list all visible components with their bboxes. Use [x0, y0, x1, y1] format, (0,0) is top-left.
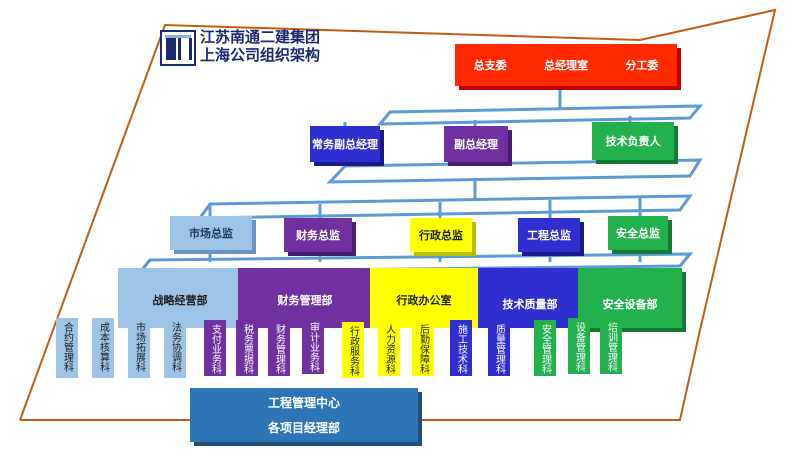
section-payment[interactable]: 支付业务科: [204, 320, 226, 376]
dept-finance-label: 财务管理部: [277, 294, 333, 307]
section-admin-service[interactable]: 行政服务科: [342, 322, 364, 378]
dept-tech-quality-label: 技术质量部: [502, 298, 558, 311]
director-admin-label: 行政总监: [419, 229, 463, 242]
dept-admin-label: 行政办公室: [396, 294, 452, 307]
executive-vice-gm-box[interactable]: 常务副总经理: [310, 126, 380, 162]
section-legal-coordination[interactable]: 法务协调科: [164, 318, 186, 378]
director-safety-label: 安全总监: [616, 227, 660, 240]
engineering-center-label: 工程管理中心: [267, 396, 340, 410]
project-departments-label: 各项目经理部: [267, 421, 340, 435]
top-leadership-block[interactable]: 总支委 总经理室 分工委: [455, 44, 677, 86]
general-manager-office-label: 总经理室: [543, 59, 588, 72]
director-engineering-label: 工程总监: [527, 229, 571, 242]
section-market-expansion[interactable]: 市场拓展科: [128, 318, 150, 378]
director-safety[interactable]: 安全总监: [608, 216, 668, 250]
labor-union-label: 分工委: [625, 59, 659, 72]
dept-safety-equipment[interactable]: 安全设备部: [578, 268, 682, 328]
vice-gm-box[interactable]: 副总经理: [444, 126, 508, 162]
section-label: 培训管理科: [605, 322, 617, 372]
section-equipment-mgmt[interactable]: 设备管理科: [568, 318, 590, 374]
section-tax-invoice[interactable]: 税务票据科: [236, 320, 258, 376]
section-audit[interactable]: 审计业务科: [302, 318, 324, 374]
technical-director-label: 技术负责人: [605, 135, 661, 148]
company-title: 江苏南通二建集团 上海公司组织架构: [200, 28, 320, 64]
section-cost-accounting[interactable]: 成本核算科: [92, 318, 114, 378]
section-safety-mgmt[interactable]: 安全管理科: [534, 320, 556, 376]
section-label: 财务管理科: [273, 324, 285, 374]
company-name: 江苏南通二建集团: [200, 28, 321, 46]
section-label: 税务票据科: [241, 324, 253, 374]
section-label: 设备管理科: [573, 322, 585, 372]
section-label: 后勤保障科: [417, 324, 429, 374]
section-quality-mgmt[interactable]: 质量管理科: [488, 320, 510, 376]
vice-gm-label: 副总经理: [454, 138, 498, 151]
section-label: 审计业务科: [307, 322, 319, 372]
executive-vice-gm-label: 常务副总经理: [312, 138, 378, 151]
dept-safety-equipment-label: 安全设备部: [602, 298, 658, 311]
director-finance[interactable]: 财务总监: [284, 218, 352, 252]
dept-tech-quality[interactable]: 技术质量部: [478, 268, 582, 328]
dept-admin[interactable]: 行政办公室: [370, 268, 478, 328]
section-construction-tech[interactable]: 施工技术科: [450, 320, 472, 376]
section-label: 安全管理科: [539, 324, 551, 374]
company-logo: [160, 30, 196, 66]
dept-strategy-label: 战略经营部: [152, 294, 208, 307]
section-label: 行政服务科: [347, 326, 359, 376]
party-committee-label: 总支委: [473, 59, 507, 72]
section-label: 人力资源科: [383, 324, 395, 374]
director-market[interactable]: 市场总监: [170, 216, 252, 250]
section-label: 市场拓展科: [133, 322, 145, 372]
director-finance-label: 财务总监: [296, 229, 340, 242]
director-market-label: 市场总监: [189, 227, 233, 240]
section-training-mgmt[interactable]: 培训管理科: [600, 318, 622, 374]
section-logistics[interactable]: 后勤保障科: [412, 320, 434, 376]
section-label: 施工技术科: [455, 324, 467, 374]
section-contract-mgmt[interactable]: 合约管理科: [56, 318, 78, 378]
director-engineering[interactable]: 工程总监: [518, 218, 580, 252]
section-label: 质量管理科: [493, 324, 505, 374]
director-admin[interactable]: 行政总监: [410, 218, 472, 252]
section-label: 支付业务科: [209, 324, 221, 374]
section-label: 合约管理科: [61, 322, 73, 372]
technical-director-box[interactable]: 技术负责人: [592, 122, 674, 160]
section-label: 法务协调科: [169, 322, 181, 372]
section-financial-mgmt[interactable]: 财务管理科: [268, 320, 290, 376]
section-label: 成本核算科: [97, 322, 109, 372]
engineering-center-block[interactable]: 工程管理中心 各项目经理部: [190, 388, 418, 442]
section-human-resources[interactable]: 人力资源科: [378, 320, 400, 376]
chart-title: 上海公司组织架构: [200, 46, 321, 64]
